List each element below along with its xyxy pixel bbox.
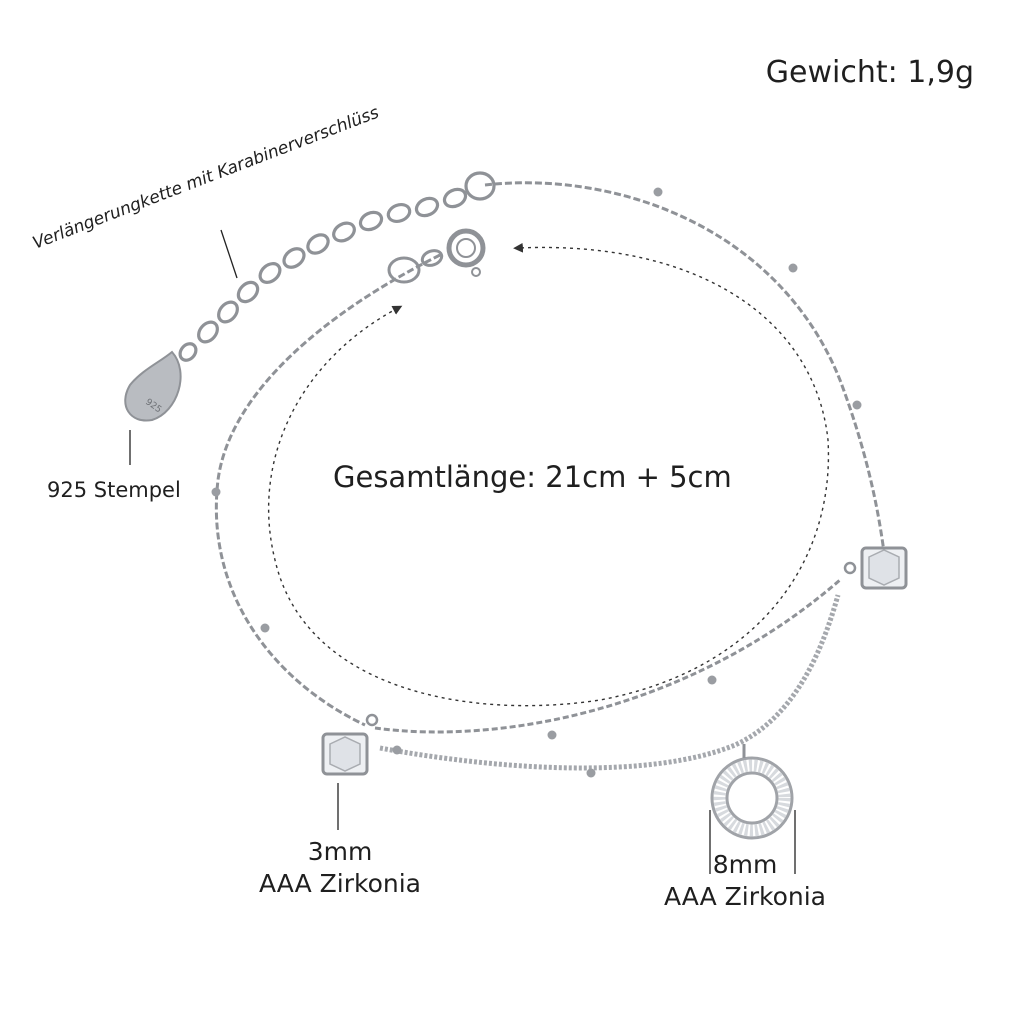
small-stone-size: 3mm [307,837,373,866]
large-stone-type: AAA Zirkonia [664,882,826,911]
small-stone-type: AAA Zirkonia [259,869,421,898]
stamp-label: 925 Stempel [47,478,181,502]
small-zirconia-stone [321,713,379,776]
clasp-lobster [387,228,486,284]
right-zirconia-stone [843,546,908,590]
large-stone-size: 8mm [712,850,778,879]
925-stamp-tag: 925 [124,350,182,422]
circle-pendant [710,744,794,840]
length-dashed-arc [267,242,830,707]
outer-chain-left [214,253,441,727]
label-leader-lines [129,229,796,874]
large-stone-label: 8mm AAA Zirkonia [650,849,840,913]
inner-chain [374,578,841,734]
small-stone-label: 3mm AAA Zirkonia [250,836,430,900]
box-chain [379,594,841,771]
extension-chain [178,171,496,362]
outer-chain [484,181,887,561]
chain-beads [211,187,862,778]
total-length-label: Gesamtlänge: 21cm + 5cm [333,460,732,494]
weight-label: Gewicht: 1,9g [765,55,974,90]
